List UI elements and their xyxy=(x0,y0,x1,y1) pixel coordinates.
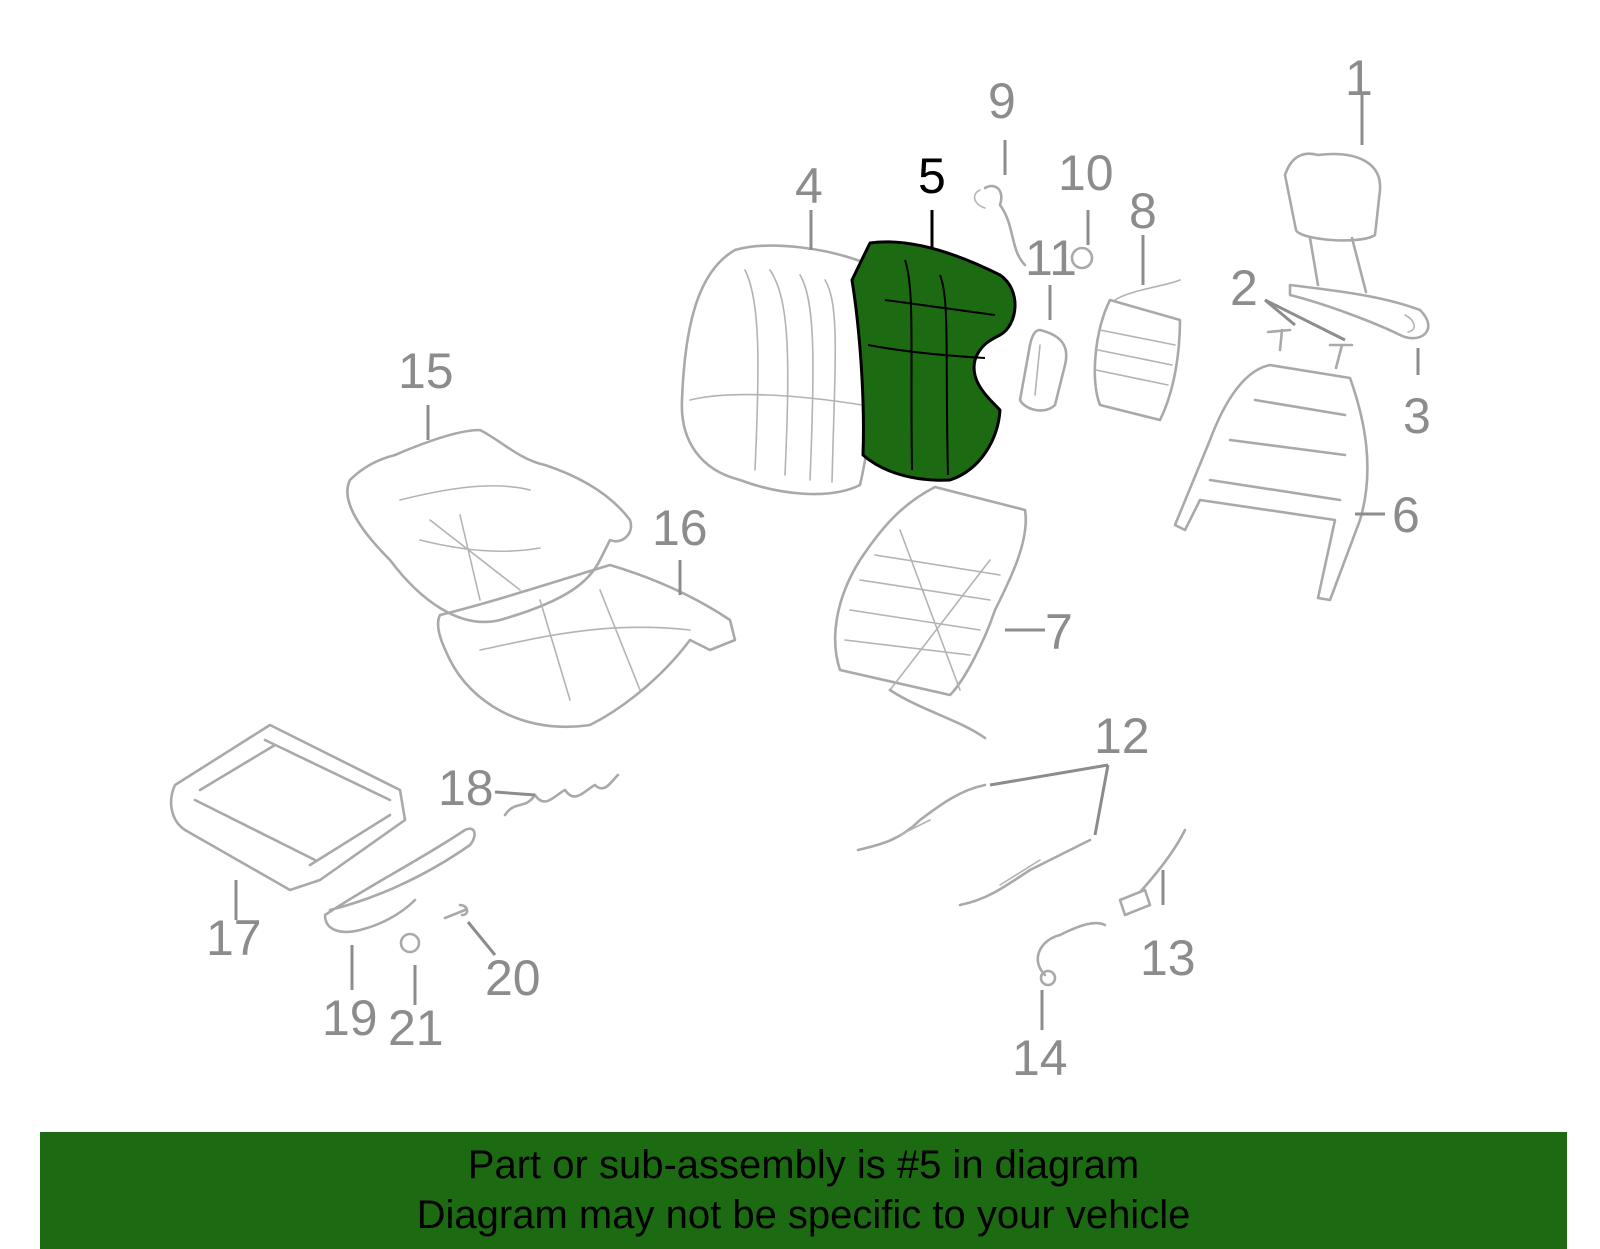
banner-line-disclaimer: Diagram may not be specific to your vehi… xyxy=(416,1193,1191,1237)
part-9-cable[interactable] xyxy=(973,184,1027,267)
callout-3[interactable]: 3 xyxy=(1403,388,1431,444)
callout-7[interactable]: 7 xyxy=(1045,604,1073,660)
callout-10[interactable]: 10 xyxy=(1058,145,1114,201)
callout-1[interactable]: 1 xyxy=(1345,50,1373,106)
part-13-switch[interactable] xyxy=(1118,828,1187,917)
part-1-headrest[interactable] xyxy=(1283,152,1382,294)
part-19-side-cover[interactable] xyxy=(323,827,476,934)
callout-9[interactable]: 9 xyxy=(988,73,1016,129)
leader-lines xyxy=(234,95,1420,1030)
part-10-knob[interactable] xyxy=(1070,246,1094,270)
part-3-trim-cover[interactable] xyxy=(1288,283,1430,340)
part-21-clip[interactable] xyxy=(399,932,421,954)
callout-8[interactable]: 8 xyxy=(1129,183,1157,239)
banner-line-part: Part or sub-assembly is #5 in diagram xyxy=(467,1143,1140,1187)
callout-19[interactable]: 19 xyxy=(322,990,378,1046)
part-7-spring-frame[interactable] xyxy=(833,485,1028,740)
callout-20[interactable]: 20 xyxy=(485,950,541,1006)
part-2-headrest-guides[interactable] xyxy=(1266,328,1354,370)
callout-4[interactable]: 4 xyxy=(795,158,823,214)
part-8-lumbar-assembly[interactable] xyxy=(1093,279,1182,422)
part-20-screw[interactable] xyxy=(443,903,469,920)
callouts: 1 2 3 4 5 6 7 8 9 10 11 12 13 14 15 16 1… xyxy=(206,50,1431,1086)
info-banner: Part or sub-assembly is #5 in diagram Di… xyxy=(40,1132,1567,1249)
callout-14[interactable]: 14 xyxy=(1012,1030,1068,1086)
callout-6[interactable]: 6 xyxy=(1392,487,1420,543)
part-12-recliner-cables[interactable] xyxy=(856,783,1092,907)
callout-11[interactable]: 11 xyxy=(1025,230,1077,286)
callout-18[interactable]: 18 xyxy=(438,760,494,816)
part-16-cushion-pad[interactable] xyxy=(436,563,737,728)
part-18-spring[interactable] xyxy=(503,773,620,817)
callout-17[interactable]: 17 xyxy=(206,910,262,966)
callout-12[interactable]: 12 xyxy=(1094,708,1150,764)
part-6-seatback-frame[interactable] xyxy=(1173,363,1369,602)
part-4-seatback-cover[interactable] xyxy=(680,244,879,496)
callout-21[interactable]: 21 xyxy=(388,1000,444,1056)
callout-13[interactable]: 13 xyxy=(1140,930,1196,986)
callout-15[interactable]: 15 xyxy=(398,343,454,399)
callout-5[interactable]: 5 xyxy=(918,148,946,204)
callout-16[interactable]: 16 xyxy=(652,500,708,556)
part-11-bracket[interactable] xyxy=(1018,328,1068,412)
part-15-cushion-cover[interactable] xyxy=(346,428,633,624)
part-5-seatback-pad[interactable] xyxy=(850,240,1017,482)
callout-2[interactable]: 2 xyxy=(1230,260,1258,316)
part-14-harness[interactable] xyxy=(1036,921,1107,987)
part-17-seat-frame[interactable] xyxy=(169,723,407,892)
